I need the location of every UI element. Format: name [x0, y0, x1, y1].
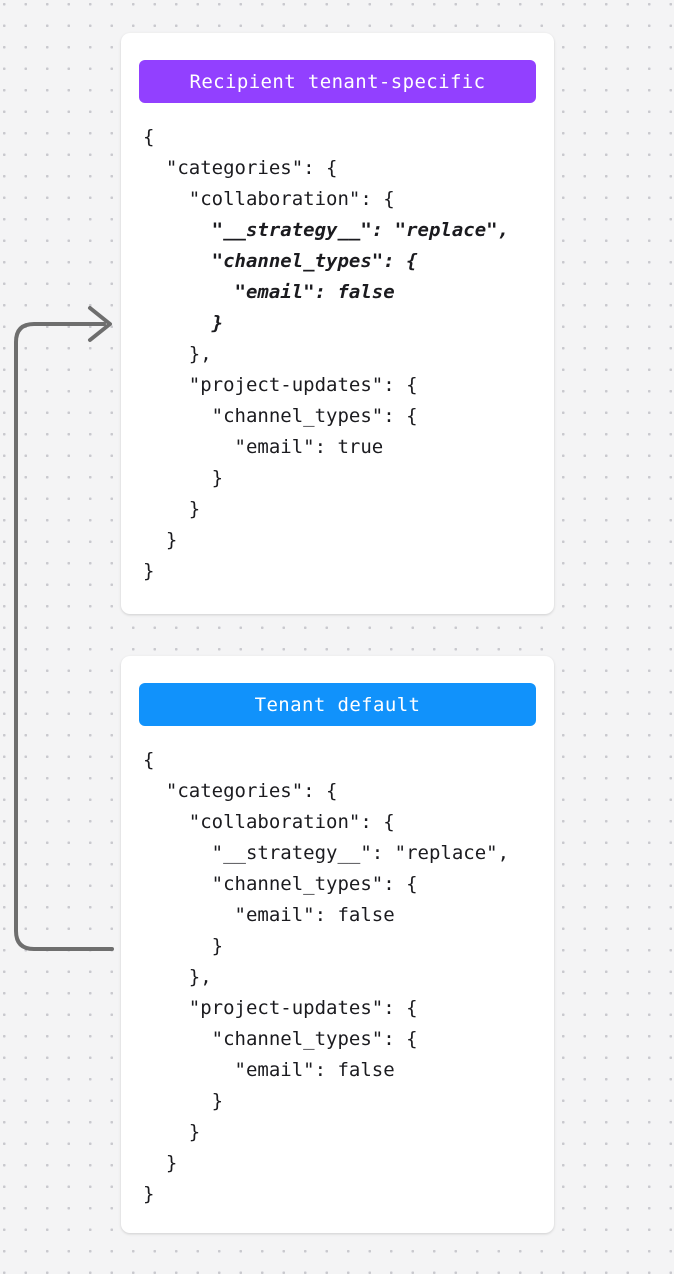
- code-line: "project-updates": {: [143, 374, 418, 396]
- arrow-path: [14, 322, 114, 951]
- code-line: "channel_types": {: [143, 873, 418, 895]
- card-tenant-default: Tenant default { "categories": { "collab…: [121, 656, 554, 1233]
- code-line: "collaboration": {: [143, 811, 395, 833]
- code-line: }: [143, 498, 201, 520]
- code-line: "email": true: [143, 436, 384, 458]
- code-line: },: [143, 966, 212, 988]
- code-line: }: [143, 1090, 224, 1112]
- code-line: "email": false: [143, 1059, 395, 1081]
- code-line: "channel_types": {: [143, 405, 418, 427]
- code-line: },: [143, 343, 212, 365]
- code-line: "email": false: [143, 281, 395, 303]
- code-block-tenant: { "categories": { "collaboration": { "__…: [139, 745, 536, 1210]
- code-line: "categories": {: [143, 780, 338, 802]
- badge-tenant-default: Tenant default: [139, 683, 536, 726]
- card-recipient-tenant-specific: Recipient tenant-specific { "categories"…: [121, 33, 554, 614]
- code-line: "__strategy__": "replace",: [143, 842, 510, 864]
- code-line: "channel_types": {: [143, 1028, 418, 1050]
- code-line: }: [143, 1183, 155, 1205]
- badge-recipient-tenant-specific: Recipient tenant-specific: [139, 60, 536, 103]
- code-line: }: [143, 312, 224, 334]
- code-line: "channel_types": {: [143, 250, 418, 272]
- code-line: }: [143, 935, 224, 957]
- code-line: "collaboration": {: [143, 188, 395, 210]
- code-block-recipient: { "categories": { "collaboration": { "__…: [139, 122, 536, 587]
- code-line: "project-updates": {: [143, 997, 418, 1019]
- code-line: "email": false: [143, 904, 395, 926]
- code-line: }: [143, 1121, 201, 1143]
- code-line: }: [143, 560, 155, 582]
- code-line: }: [143, 467, 224, 489]
- code-line: "categories": {: [143, 157, 338, 179]
- code-line: }: [143, 1152, 178, 1174]
- code-line: {: [143, 749, 155, 771]
- code-line: }: [143, 529, 178, 551]
- code-line: {: [143, 126, 155, 148]
- code-line: "__strategy__": "replace",: [143, 219, 510, 241]
- inheritance-arrow: [14, 306, 114, 951]
- arrowhead-icon: [88, 306, 112, 342]
